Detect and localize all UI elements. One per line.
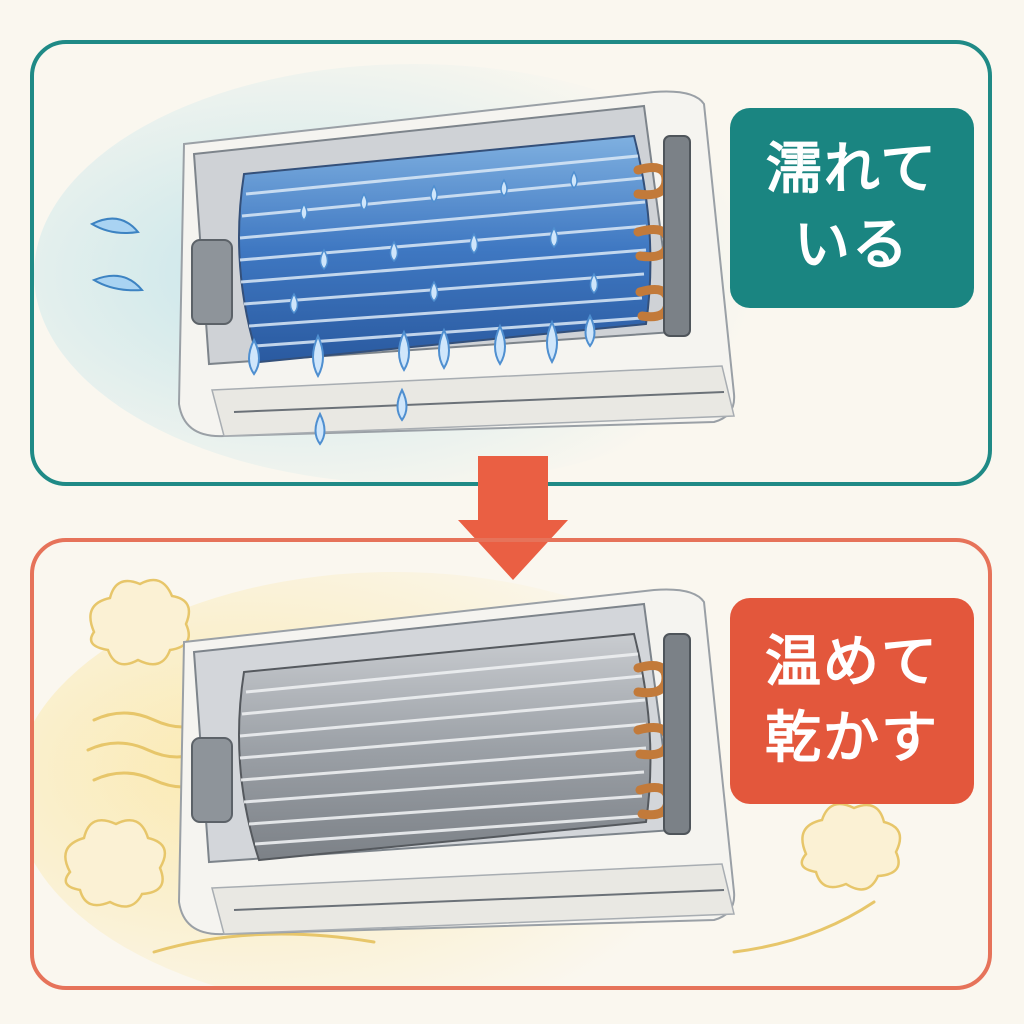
unit-vent-line xyxy=(233,391,725,413)
wet-panel: 濡れて いる xyxy=(30,40,992,486)
right-bracket xyxy=(663,633,691,835)
unit-bottom-panel xyxy=(211,863,735,935)
unit-vent-line xyxy=(233,889,725,911)
dry-panel: 温めて 乾かす xyxy=(30,538,992,990)
air-conditioner-wet-icon xyxy=(34,64,794,482)
unit-bottom-panel xyxy=(211,365,735,437)
dry-filter-drum xyxy=(238,632,652,862)
dry-label: 温めて 乾かす xyxy=(730,598,974,804)
wet-label-line-1: 濡れて xyxy=(765,137,939,202)
dry-label-line-1: 温めて xyxy=(765,630,939,695)
dripping-drops xyxy=(248,313,596,446)
dry-label-line-2: 乾かす xyxy=(765,706,939,771)
right-bracket xyxy=(663,135,691,337)
steam-cloud-icon xyxy=(64,578,902,908)
wet-label-line-2: いる xyxy=(794,213,910,278)
drum-left-cap xyxy=(191,239,233,325)
filter-ribs xyxy=(239,652,647,846)
wet-label: 濡れて いる xyxy=(730,108,974,308)
air-conditioner-dry-icon xyxy=(34,572,902,986)
splash-drops xyxy=(89,217,144,292)
drum-left-cap xyxy=(191,737,233,823)
water-drop-icon xyxy=(289,170,599,315)
